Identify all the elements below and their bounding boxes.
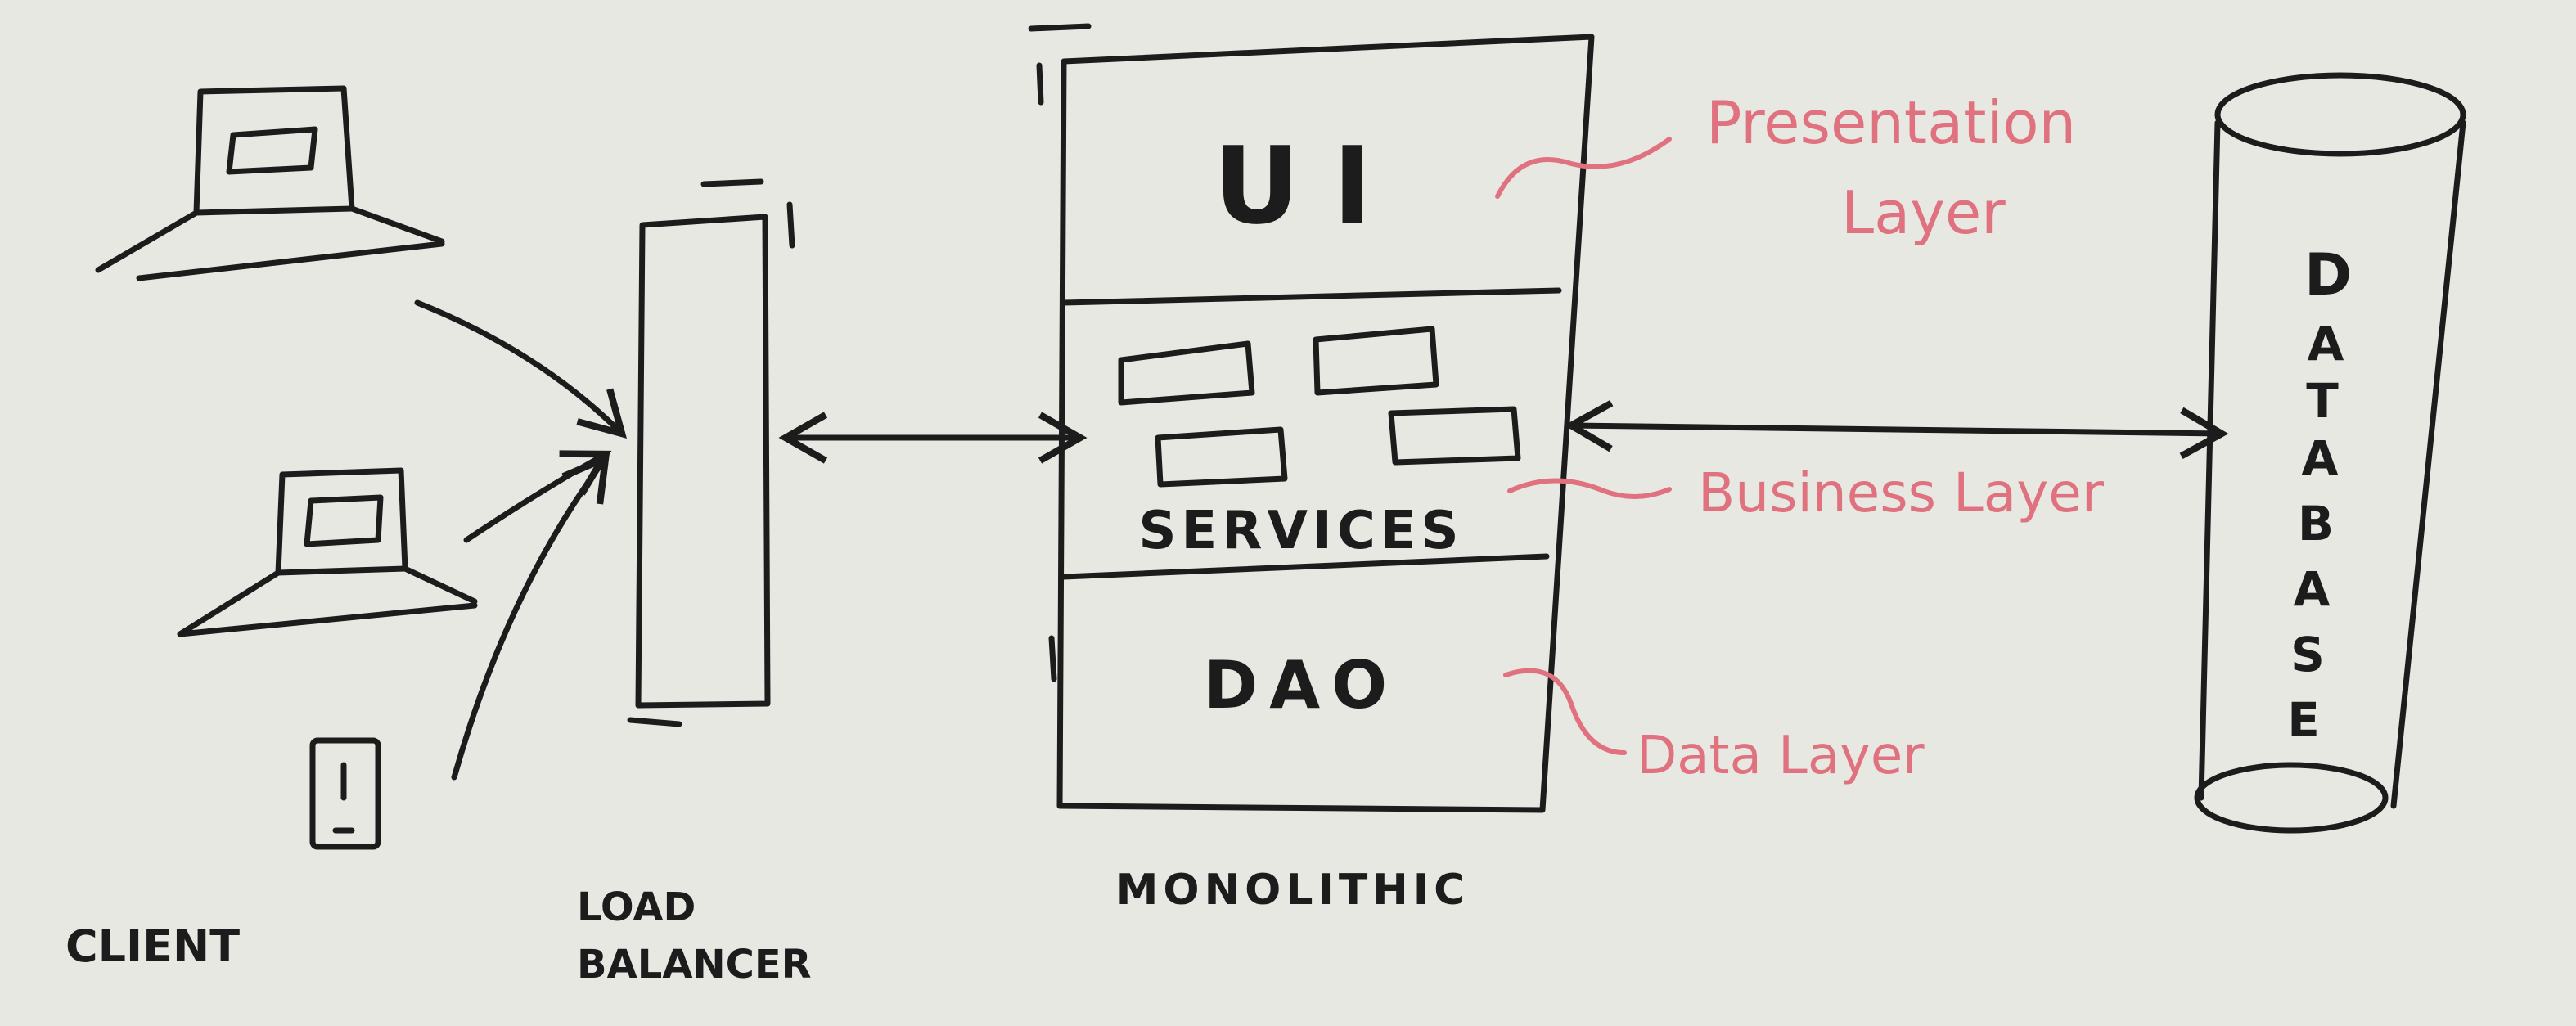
load-balancer-box [635,214,771,709]
laptop-icon-1 [95,85,445,281]
service-boxes [1118,326,1521,488]
load-balancer-label-line1: LOAD [577,884,696,930]
load-balancer-label-line2: BALANCER [577,942,812,988]
svg-text:T: T [2306,373,2339,429]
client-label: CLIENT [65,920,240,972]
ui-label: UI [1214,124,1405,248]
laptop-icon-2 [177,467,478,637]
load-balancer-sketch-marks [627,178,795,727]
monolith-box [1028,23,1595,813]
svg-text:E: E [2287,692,2320,748]
monolith-database-arrow [1564,399,2229,460]
business-layer-squiggle [1507,478,1672,499]
dao-label: DAO [1204,647,1398,723]
svg-text:A: A [2308,316,2344,371]
data-layer-squiggle [1503,668,1627,755]
svg-text:A: A [2302,430,2339,486]
database-label: D A T A B A S E [2287,241,2352,748]
business-layer-label: Business Layer [1698,461,2105,524]
svg-text:S: S [2290,627,2325,682]
svg-text:B: B [2298,496,2334,551]
phone-icon [309,737,381,850]
svg-text:A: A [2294,561,2331,617]
client-arrows [414,299,627,781]
database-cylinder [2194,72,2466,834]
presentation-layer-label-line2: Layer [1841,178,2006,247]
presentation-layer-label-line1: Presentation [1706,88,2076,157]
monolithic-label: MONOLITHIC [1116,866,1470,915]
presentation-layer-squiggle [1495,137,1672,199]
services-label: SERVICES [1138,501,1463,561]
data-layer-label: Data Layer [1637,726,1925,786]
svg-text:D: D [2304,241,2352,308]
